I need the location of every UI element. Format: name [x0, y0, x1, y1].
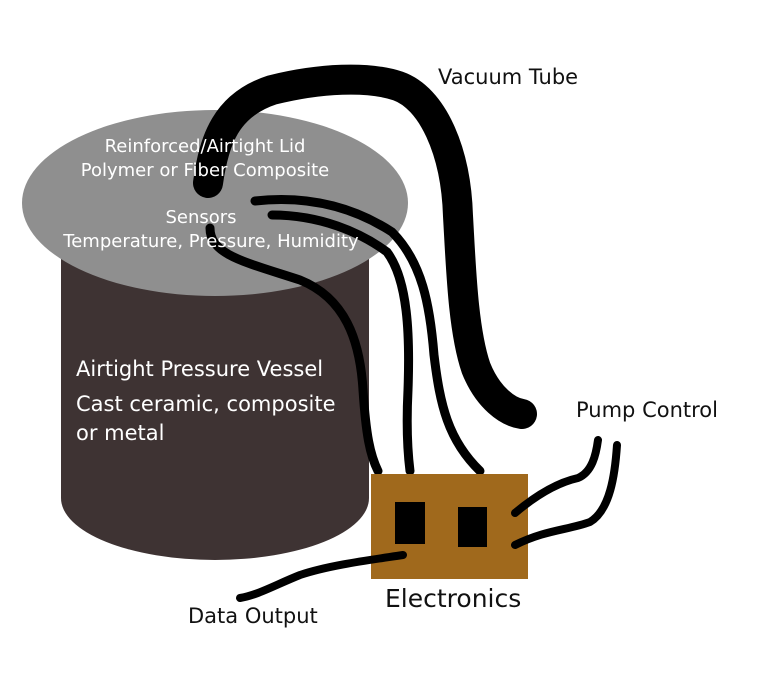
data-output-label: Data Output	[188, 604, 318, 628]
pressure-vessel	[61, 200, 369, 560]
data-output-wire	[236, 551, 407, 602]
sensor-wire-3	[205, 223, 383, 476]
sensor-wire-2	[267, 210, 415, 476]
vacuum-tube	[193, 64, 537, 429]
sensors-detail: Temperature, Pressure, Humidity	[62, 231, 359, 252]
electronics-box	[371, 474, 528, 579]
lid-label-line2: Polymer or Fiber Composite	[81, 160, 329, 181]
vessel-label-line2: Cast ceramic, composite	[76, 392, 336, 416]
electronics-housing	[371, 474, 528, 579]
electronics-port-left	[395, 502, 425, 544]
pump-control-wire-1	[511, 436, 602, 517]
electronics-port-right	[458, 507, 487, 547]
electronics-label: Electronics	[385, 584, 521, 613]
sensors-title: Sensors	[165, 207, 236, 228]
vessel-body	[61, 200, 369, 560]
pump-control-wire-2	[511, 441, 621, 549]
airtight-lid	[22, 110, 408, 296]
sensor-wire-1	[250, 195, 485, 476]
vessel-label-line3: or metal	[76, 421, 164, 445]
pump-control-label: Pump Control	[576, 398, 718, 422]
pump-control-wires	[511, 436, 621, 549]
vacuum-tube-label: Vacuum Tube	[438, 65, 578, 89]
lid-label-line1: Reinforced/Airtight Lid	[105, 136, 306, 157]
sensor-wires	[205, 195, 485, 476]
vessel-label-line1: Airtight Pressure Vessel	[76, 357, 323, 381]
